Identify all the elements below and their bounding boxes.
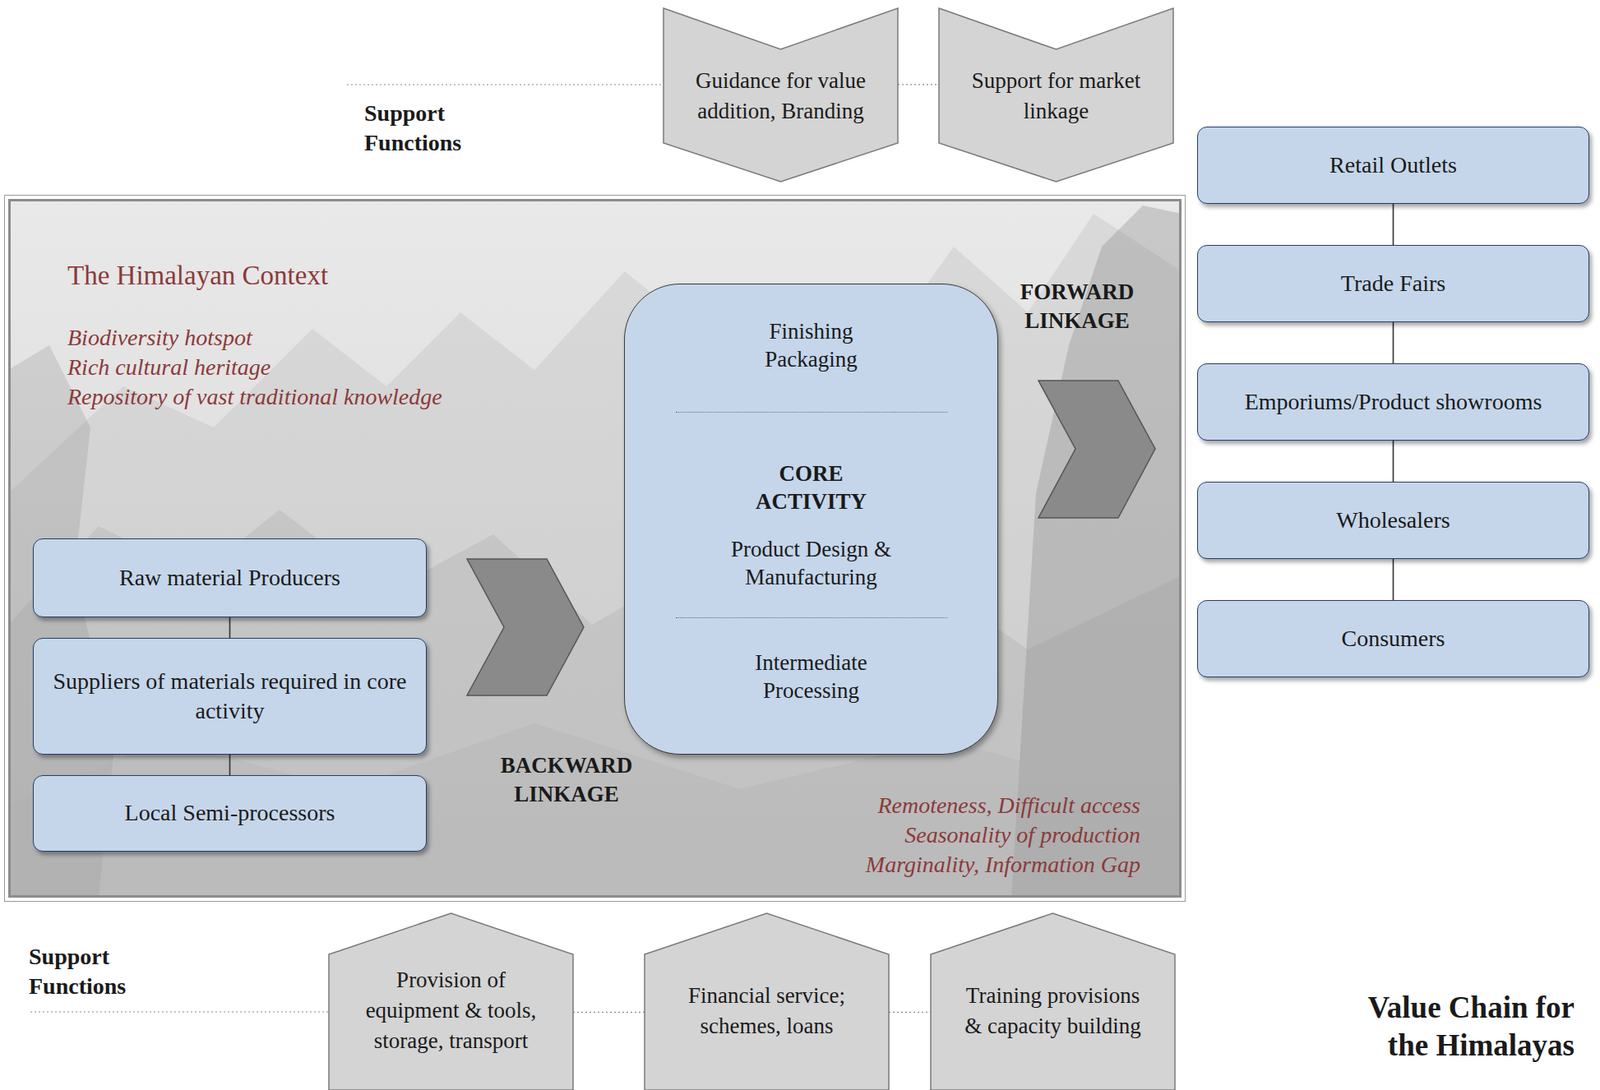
support-function-chevron: Financial service; schemes, loans: [644, 913, 889, 1090]
node-text: Emporiums/Product showrooms: [1244, 387, 1543, 417]
node-text: Suppliers of materials required in core …: [50, 666, 410, 727]
process-box: Wholesalers: [1197, 481, 1590, 560]
process-box: Retail Outlets: [1197, 126, 1590, 204]
annotation-label: Biodiversity hotspot: [67, 323, 643, 353]
process-box: Local Semi-processors: [32, 775, 427, 852]
chevron-shape: [663, 8, 898, 182]
chevron-outline: [663, 8, 898, 182]
node-text: Consumers: [1341, 624, 1446, 654]
node-text: Product Design & Manufacturing: [675, 535, 948, 619]
connector: [229, 754, 232, 776]
dotted-leader: [346, 83, 664, 85]
connector: [1392, 203, 1395, 246]
mountain-range: [10, 509, 1180, 896]
annotation-label: FORWARD LINKAGE: [1003, 277, 1152, 336]
node-text: Financial service; schemes, loans: [669, 980, 865, 1042]
node-text: Support for market linkage: [958, 65, 1154, 127]
node-text: Intermediate Processing: [737, 648, 886, 705]
node-text: Trade Fairs: [1341, 268, 1446, 299]
chevron-shape: [644, 913, 889, 1090]
node-text: Retail Outlets: [1329, 150, 1457, 181]
annotation-label: Support Functions: [364, 98, 488, 158]
annotation-label: Support Functions: [28, 942, 153, 1002]
chevron-outline: [938, 8, 1174, 182]
linkage-chevron: [467, 559, 584, 696]
connector: [888, 1012, 931, 1013]
connector: [897, 83, 939, 85]
chevron-shape: [938, 8, 1174, 182]
mountain-photo: [10, 201, 1180, 896]
node-text: Finishing Packaging: [675, 317, 948, 413]
core-activity-box: Finishing PackagingCORE ACTIVITY Product …: [624, 283, 999, 755]
linkage-chevron: [1038, 380, 1156, 518]
annotation-label: Seasonality of production: [712, 820, 1141, 851]
support-function-chevron: Training provisions & capacity building: [930, 913, 1175, 1090]
node-text: Provision of equipment & tools, storage,…: [353, 965, 549, 1057]
annotation-label: Repository of vast traditional knowledge: [67, 382, 643, 412]
dotted-leader: [30, 1011, 329, 1013]
annotation-label: Remoteness, Difficult access: [712, 790, 1141, 821]
process-box: Raw material Producers: [32, 538, 427, 618]
connector: [1392, 440, 1395, 482]
process-box: Emporiums/Product showrooms: [1197, 363, 1590, 441]
node-text: Local Semi-processors: [124, 798, 336, 828]
diagram-title: Value Chain for the Himalayas: [1336, 989, 1575, 1065]
annotation-label: Rich cultural heritage: [67, 352, 643, 383]
connector: [229, 617, 232, 639]
connector: [573, 1012, 645, 1013]
annotation-label: Marginality, Information Gap: [712, 850, 1141, 880]
support-function-chevron: Guidance for value addition, Branding: [663, 8, 898, 182]
process-box: Trade Fairs: [1197, 245, 1590, 323]
node-text: Guidance for value addition, Branding: [683, 65, 879, 127]
node-text: The Himalayan Context: [67, 258, 1180, 292]
process-box: Suppliers of materials required in core …: [32, 638, 427, 755]
chevron-shape: [930, 913, 1175, 1090]
process-box: Consumers: [1197, 600, 1590, 678]
node-text: CORE ACTIVITY: [737, 459, 886, 516]
connector: [1392, 559, 1395, 601]
node-text: Training provisions & capacity building: [955, 980, 1151, 1042]
connector: [1392, 322, 1395, 364]
support-function-chevron: Provision of equipment & tools, storage,…: [328, 913, 574, 1090]
annotation-label: BACKWARD LINKAGE: [476, 751, 657, 810]
node-text: Raw material Producers: [119, 563, 341, 593]
node-text: Wholesalers: [1336, 505, 1450, 536]
chevron-shape: [328, 913, 574, 1090]
mountain-range: [10, 213, 1180, 896]
support-function-chevron: Support for market linkage: [938, 8, 1174, 182]
